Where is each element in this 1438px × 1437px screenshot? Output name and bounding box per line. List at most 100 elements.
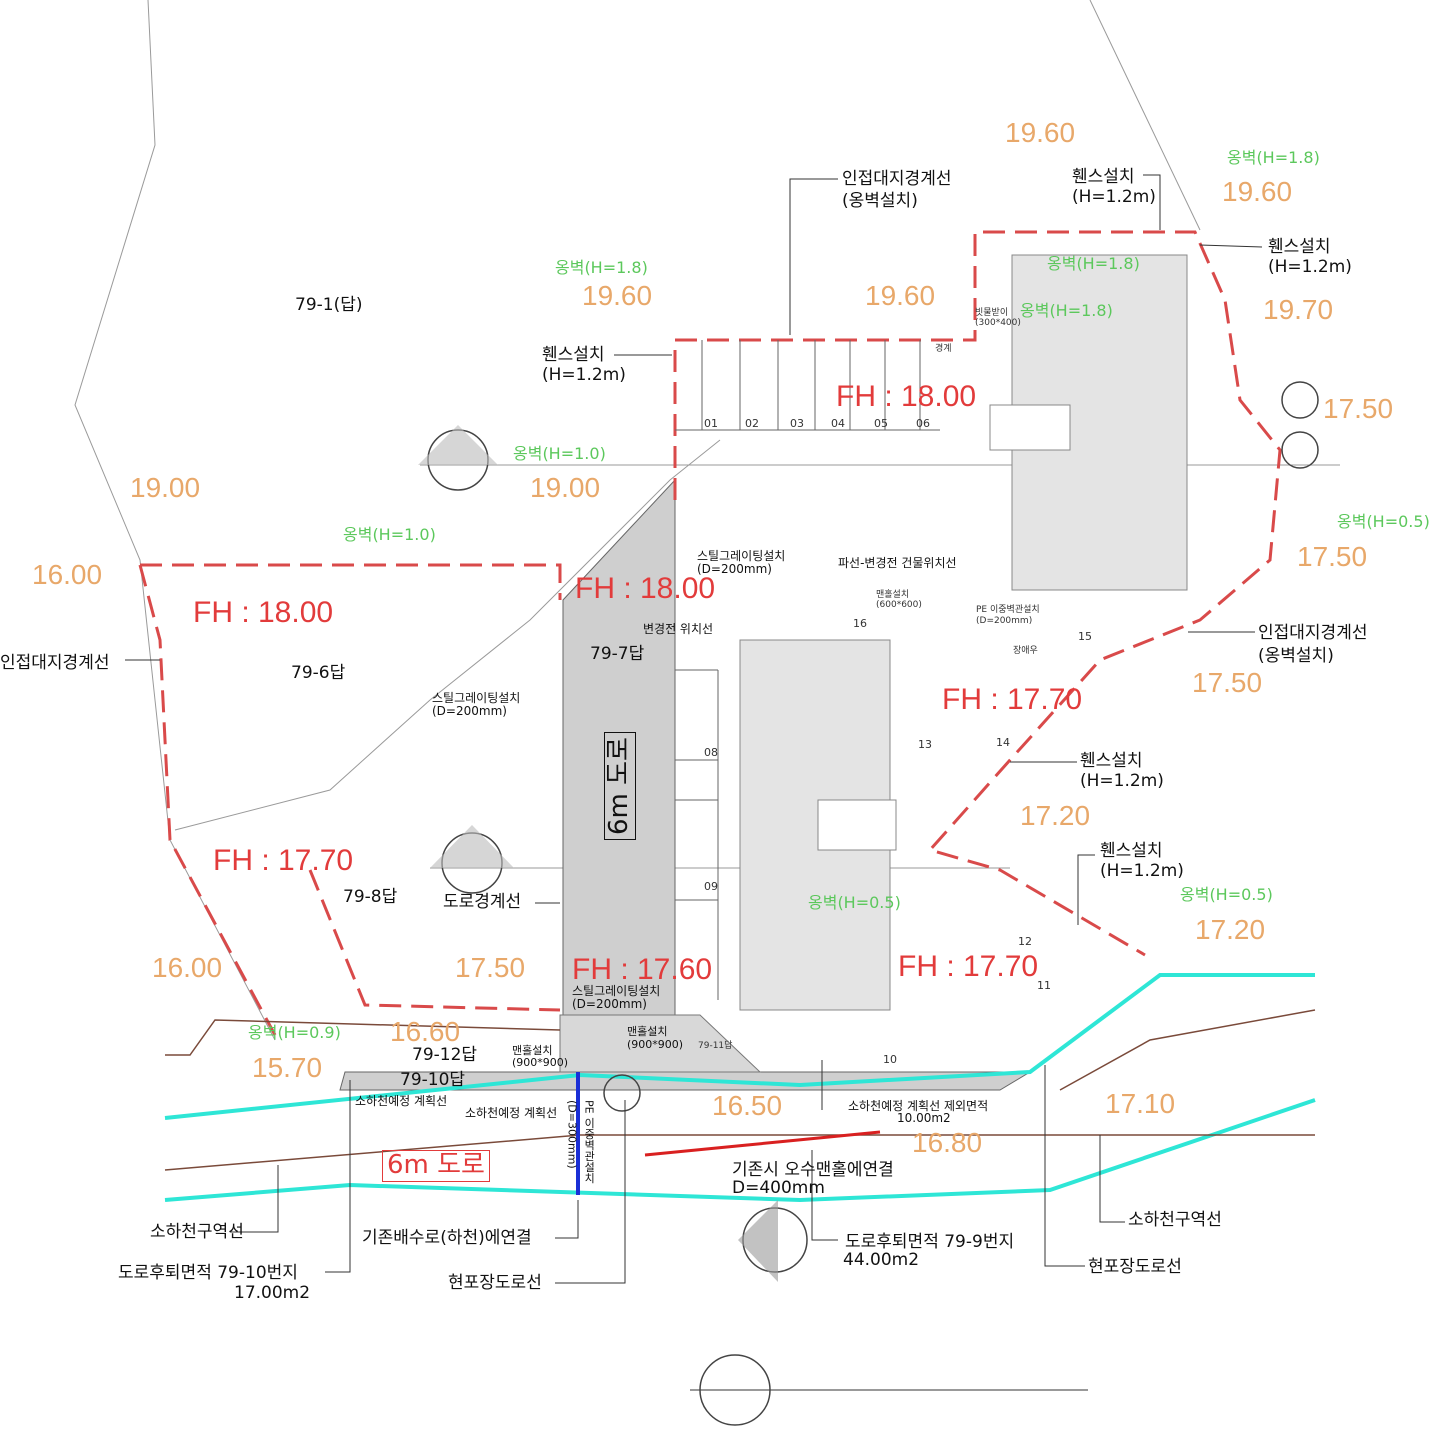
elevation-label: 19.00 — [530, 472, 601, 503]
parking-number: 02 — [745, 417, 759, 430]
retaining-wall-label: 옹벽(H=1.8) — [1047, 254, 1140, 273]
adjacent-boundary-sub: (옹벽설치) — [1258, 646, 1334, 666]
contour-line-diagonal — [174, 439, 721, 831]
pe-pipe-label: PE 이중벽관설치 — [582, 1100, 596, 1184]
pavement-line-label: 현포장도로선 — [1088, 1257, 1182, 1277]
elevation-label: 19.60 — [1222, 176, 1293, 207]
road-setback-label: 도로후퇴면적 79-10번지 — [118, 1263, 298, 1283]
marker-5 — [1281, 381, 1319, 419]
marker-6 — [1281, 431, 1319, 469]
elevation-label: 17.50 — [1297, 541, 1368, 572]
lot-label: 79-6답 — [291, 663, 346, 683]
elevation-label: 17.20 — [1195, 914, 1266, 945]
site-boundaries — [138, 230, 1282, 1036]
small-note: 맨홀설치 — [876, 590, 910, 600]
boundary-left-lot-side — [138, 564, 277, 1036]
road-setback-area: 44.00m2 — [843, 1250, 920, 1270]
parking-number: 15 — [1078, 630, 1092, 643]
manhole-sub: (900*900) — [627, 1038, 684, 1051]
stream-plan-label: 소하천예정 계획선 — [465, 1106, 558, 1120]
parking-number: 05 — [874, 417, 888, 430]
parking-number: 04 — [831, 417, 845, 430]
elevation-label: 17.10 — [1105, 1088, 1176, 1119]
fence-sub: (H=1.2m) — [542, 365, 626, 385]
small-note: 장애우 — [1013, 646, 1038, 656]
lot-label: 79-1(답) — [295, 295, 363, 315]
retaining-wall-label: 옹벽(H=0.5) — [1337, 512, 1430, 531]
buildings — [739, 254, 1188, 1011]
adjacent-boundary-label: 인접대지경계선 — [1258, 623, 1368, 643]
fence-label: 휀스설치 — [1268, 237, 1331, 257]
floor-height-label: FH : 17.60 — [572, 953, 713, 986]
retaining-wall-label: 옹벽(H=0.5) — [1180, 885, 1273, 904]
floor-height-label: FH : 17.70 — [213, 844, 354, 877]
elevation-label: 19.70 — [1263, 294, 1334, 325]
marker-7 — [603, 1074, 641, 1112]
floor-height-label: FH : 17.70 — [942, 683, 1083, 716]
building-annex — [989, 404, 1071, 451]
adjacent-boundary-sub: (옹벽설치) — [842, 191, 918, 211]
manhole-sub: (900*900) — [512, 1056, 569, 1069]
parking-number: 12 — [1018, 935, 1032, 948]
fence-sub: (H=1.2m) — [1268, 257, 1352, 277]
fence-label: 휀스설치 — [1072, 167, 1135, 187]
stream-line-upper — [164, 973, 1315, 1120]
floor-height-label: FH : 18.00 — [575, 572, 716, 605]
fence-sub: (H=1.2m) — [1080, 771, 1164, 791]
fence-label: 휀스설치 — [1080, 751, 1143, 771]
lot-label: 79-10답 — [400, 1070, 466, 1090]
stream-plan-excl-area: 10.00m2 — [897, 1111, 951, 1125]
small-note: 빗물받이 — [975, 308, 1009, 318]
floor-height-label: FH : 18.00 — [836, 380, 977, 413]
elevation-label: 19.60 — [865, 280, 936, 311]
stream-line-lower — [164, 1098, 1316, 1203]
marker-4 — [699, 1354, 771, 1426]
parking-number: 10 — [883, 1053, 897, 1066]
elevation-label: 19.60 — [582, 280, 653, 311]
retaining-wall-label: 옹벽(H=1.0) — [513, 444, 606, 463]
fence-label: 휀스설치 — [1100, 841, 1163, 861]
elevation-label: 15.70 — [252, 1052, 323, 1083]
elevation-label: 16.00 — [32, 559, 103, 590]
elevation-label: 19.00 — [130, 472, 201, 503]
lot-label: 79-12답 — [412, 1045, 478, 1065]
elevation-label: 17.50 — [1323, 393, 1394, 424]
lot-label: 79-11답 — [698, 1041, 733, 1051]
stream-area-label: 소하천구역선 — [1128, 1210, 1222, 1230]
grating-sub: (D=200mm) — [697, 562, 772, 576]
boundary-left-lot — [140, 563, 562, 600]
grating-sub: (D=200mm) — [572, 997, 647, 1011]
grating-label: 스틸그레이팅설치 — [697, 549, 786, 563]
parking-number: 09 — [704, 880, 718, 893]
elevation-label: 17.50 — [1192, 667, 1263, 698]
parking-number: 06 — [916, 417, 930, 430]
before-change-label: 변경전 위치선 — [643, 622, 714, 636]
road-boundary-label: 도로경계선 — [443, 892, 522, 912]
background-linework — [74, 0, 1340, 1391]
road-setback-label: 도로후퇴면적 79-9번지 — [845, 1232, 1015, 1252]
parking-number: 01 — [704, 417, 718, 430]
small-note: (600*600) — [876, 600, 922, 610]
boundary-upper — [673, 230, 1282, 957]
fence-sub: (H=1.2m) — [1100, 861, 1184, 881]
existing-sewer-label: 기존시 오수맨홀에연결 — [732, 1160, 894, 1180]
parking-number: 16 — [853, 617, 867, 630]
lot-label: 79-7답 — [590, 644, 645, 664]
elevation-label: 16.50 — [712, 1090, 783, 1121]
parking-number: 14 — [996, 736, 1010, 749]
leader-lines — [125, 174, 1263, 1284]
small-note: (300*400) — [975, 318, 1021, 328]
parking-lines — [675, 340, 940, 1000]
stream-area-label: 소하천구역선 — [150, 1222, 244, 1242]
contour-line-top-right — [1089, 0, 1201, 231]
small-note: (D=200mm) — [976, 616, 1033, 626]
floor-height-label: FH : 18.00 — [193, 596, 334, 629]
parking-number: 11 — [1037, 979, 1051, 992]
floor-height-label: FH : 17.70 — [898, 950, 1039, 983]
building-box — [817, 799, 897, 851]
elevation-label: 17.20 — [1020, 800, 1091, 831]
lot-label: 79-8답 — [343, 887, 398, 907]
grating-label: 스틸그레이팅설치 — [432, 691, 521, 705]
pavement-line-label: 현포장도로선 — [448, 1273, 542, 1293]
